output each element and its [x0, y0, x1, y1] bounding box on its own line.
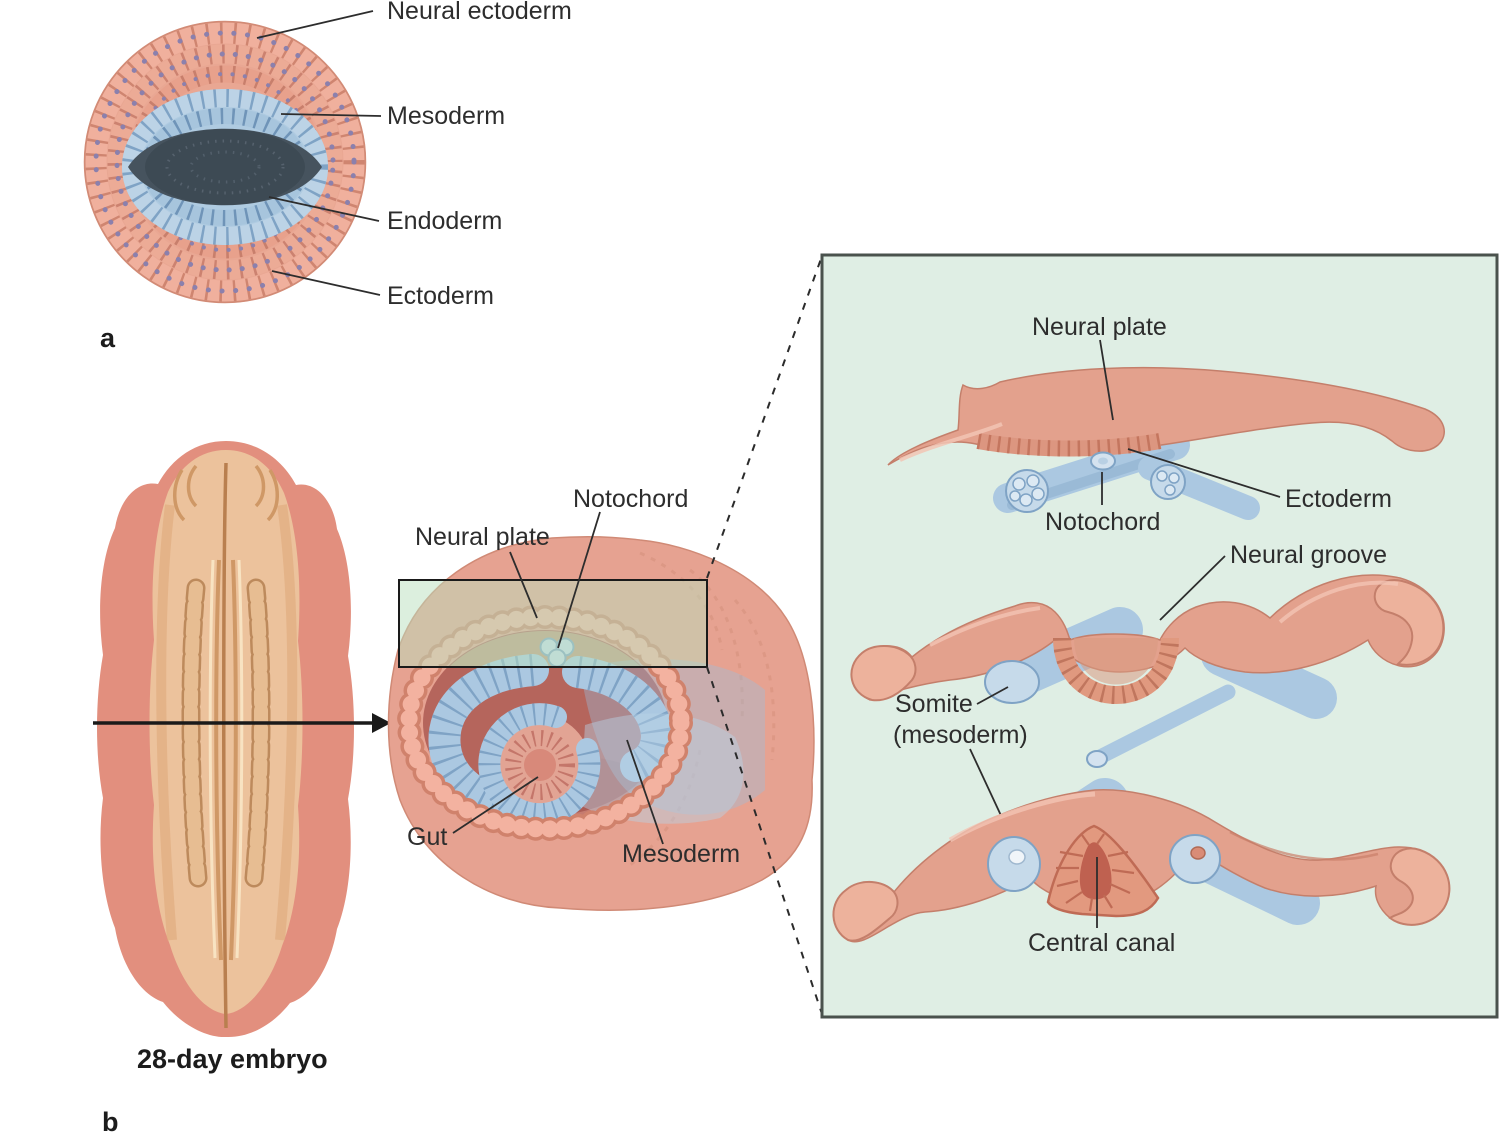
mesoderm-arc-right — [562, 656, 674, 782]
label-neural-plate-b: Neural plate — [415, 523, 550, 551]
embryo-head-folds — [173, 464, 279, 522]
highlight-box — [398, 579, 708, 668]
somite-face-left-3 — [987, 836, 1041, 892]
neural-tube-hatching — [1056, 833, 1135, 912]
stage-neural-groove: Neural groove Somite (mesoderm) — [850, 541, 1445, 853]
label-notochord-z: Notochord — [1045, 508, 1160, 536]
label-endoderm: Endoderm — [387, 207, 502, 235]
panel-b-embryo: 28-day embryo b — [93, 441, 391, 1136]
cylinder-texture — [629, 551, 776, 867]
central-canal-opening — [1079, 842, 1112, 900]
somite-granules-right — [1150, 464, 1186, 500]
stage-neural-tube: Central canal — [832, 778, 1451, 957]
ectoderm-cell-rings — [85, 22, 365, 302]
panel-a-gastrula: Neural ectoderm Mesoderm Endoderm Ectode… — [83, 0, 572, 353]
label-ectoderm-a: Ectoderm — [387, 282, 494, 310]
leader-gut — [452, 776, 539, 834]
zoom-panel: Neural plate Notochord Ectoderm — [820, 253, 1499, 1019]
leader-neural-plate-z — [1099, 339, 1114, 421]
label-somite-line1: Somite — [895, 690, 973, 718]
leader-neural-plate-b — [509, 551, 538, 619]
neural-tube — [1046, 824, 1160, 918]
dashed-connector-top — [706, 255, 823, 579]
leader-somite — [976, 686, 1009, 705]
label-central-canal: Central canal — [1028, 929, 1175, 957]
dashed-connector-bottom — [706, 666, 823, 1015]
leader-mesoderm-b — [626, 739, 664, 845]
label-neural-plate-z: Neural plate — [1032, 313, 1167, 341]
label-neural-groove: Neural groove — [1230, 541, 1387, 569]
leader-notochord-b — [557, 511, 601, 649]
leader-neural-groove — [1159, 555, 1226, 621]
embryo-caption: 28-day embryo — [137, 1044, 328, 1074]
somite-granules-left — [1005, 469, 1049, 513]
leader-neural-ectoderm — [256, 10, 374, 39]
blastocoel-center — [128, 128, 322, 206]
leader-endoderm — [268, 196, 380, 222]
embryo-neural-groove — [208, 462, 244, 1029]
label-neural-ectoderm: Neural ectoderm — [387, 0, 572, 25]
label-mesoderm-a: Mesoderm — [387, 102, 505, 130]
leader-mesoderm-a — [280, 113, 382, 117]
leader-ectoderm-z — [1127, 448, 1281, 498]
panel-letter-b: b — [102, 1107, 119, 1136]
label-somite-line2: (mesoderm) — [893, 721, 1028, 749]
somite-face-left-2 — [984, 660, 1040, 704]
label-gut: Gut — [407, 823, 447, 851]
somite-face-right-3 — [1169, 834, 1221, 884]
panel-letter-a: a — [100, 323, 116, 353]
stage-neural-plate: Neural plate Notochord Ectoderm — [887, 313, 1446, 536]
cross-section-cylinder: Neural plate Notochord Gut Mesoderm — [387, 485, 815, 911]
section-arrow — [93, 713, 391, 733]
leader-ectoderm-a — [271, 270, 381, 296]
label-notochord-b: Notochord — [573, 485, 688, 513]
label-ectoderm-z: Ectoderm — [1285, 485, 1392, 513]
label-mesoderm-b: Mesoderm — [622, 840, 740, 868]
